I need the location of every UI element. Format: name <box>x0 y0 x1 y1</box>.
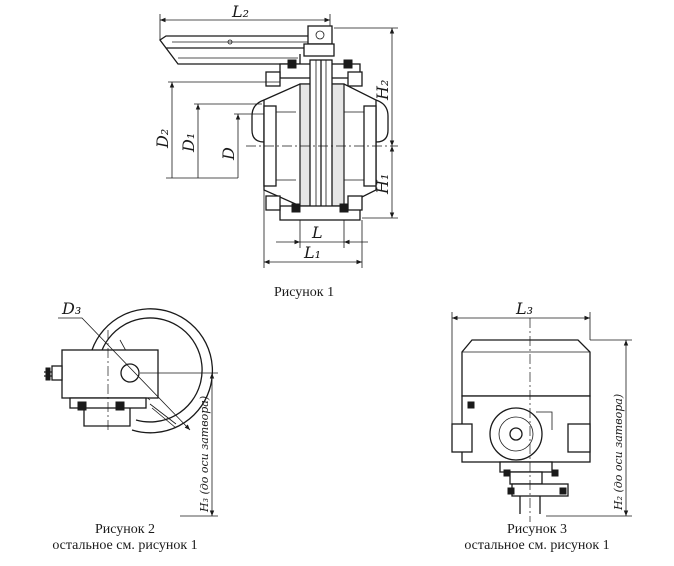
dimension-D3: D₃ <box>58 299 191 431</box>
label-L3: L₃ <box>515 299 533 318</box>
dimension-H1: H₁ <box>362 146 398 219</box>
figure-2-gearbox: D₃ H₃ (до оси затвора) <box>44 299 218 517</box>
label-H2: H₂ <box>373 80 392 101</box>
handle-lever <box>159 25 335 65</box>
figure-1-valve: L₂ H₂ H₁ D₂ D₁ D <box>153 2 398 268</box>
label-D2: D₂ <box>153 129 172 149</box>
caption-figure-1: Рисунок 1 <box>274 285 335 300</box>
dimension-L3: L₃ <box>451 299 591 424</box>
label-L2: L₂ <box>231 2 249 21</box>
label-D: D <box>219 147 238 161</box>
dimension-H2: H₂ <box>334 27 398 147</box>
valve-body <box>251 59 389 220</box>
label-L: L <box>311 223 323 242</box>
dimension-L2: L₂ <box>159 2 331 40</box>
label-H3: H₃ (до оси затвора) <box>198 396 211 513</box>
dimension-D: D <box>219 113 264 178</box>
dimension-H3: H₃ (до оси затвора) <box>140 372 218 517</box>
label-H2-fig3: H₂ (до оси затвора) <box>612 394 625 511</box>
caption-figure-2-note: остальное см. рисунок 1 <box>52 538 198 553</box>
dimension-H2-fig3: H₂ (до оси затвора) <box>546 339 632 517</box>
label-D3: D₃ <box>61 299 81 318</box>
gearbox-shaft <box>120 363 140 383</box>
caption-figure-2-title: Рисунок 2 <box>94 522 156 537</box>
label-D1: D₁ <box>179 133 198 153</box>
gearbox-housing <box>61 349 159 399</box>
caption-figure-3: Рисунок 3 остальное см. рисунок 1 <box>452 522 622 554</box>
dimension-D1: D₁ <box>179 103 262 178</box>
actuator-cover <box>461 339 591 397</box>
caption-figure-3-note: остальное см. рисунок 1 <box>464 538 610 553</box>
label-L1: L₁ <box>303 243 321 262</box>
dimension-D2: D₂ <box>153 81 280 178</box>
dimension-L1: L₁ <box>263 190 363 268</box>
lower-flange <box>265 195 363 221</box>
caption-figure-3-title: Рисунок 3 <box>506 522 568 537</box>
label-H1: H₁ <box>373 174 392 195</box>
caption-figure-2: Рисунок 2 остальное см. рисунок 1 <box>40 522 210 554</box>
dimension-L: L <box>276 220 368 248</box>
figure-3-electric-actuator: L₃ H₂ (до оси затвора) <box>451 299 632 522</box>
